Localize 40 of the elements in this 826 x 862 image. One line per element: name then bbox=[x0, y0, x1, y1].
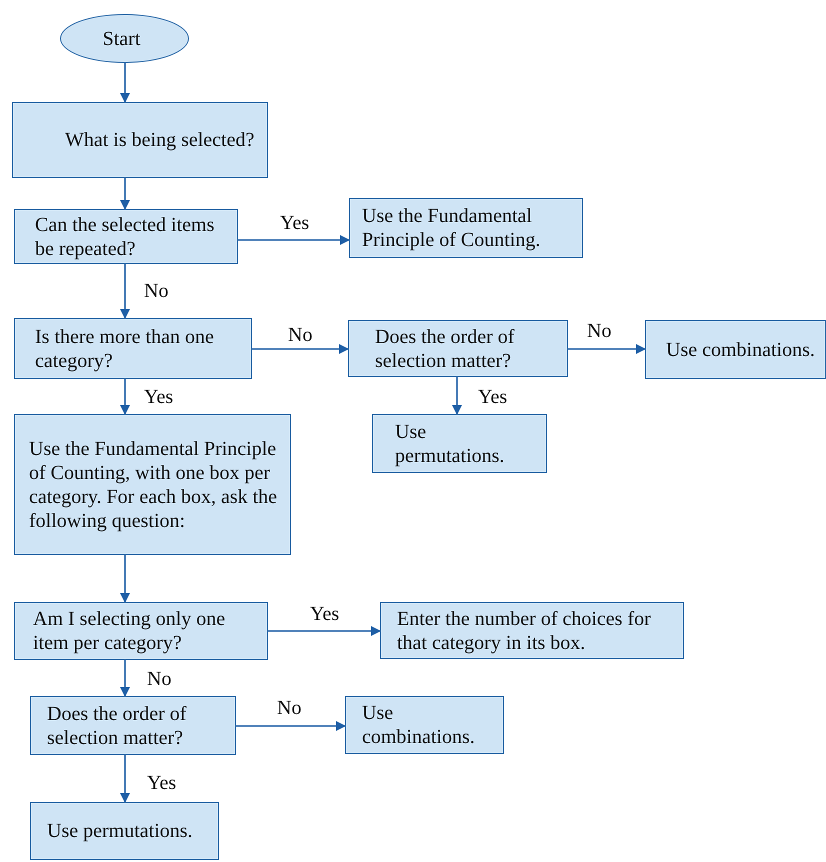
box-text: What is being selected? bbox=[65, 128, 256, 152]
arrow bbox=[120, 555, 130, 603]
arrow bbox=[120, 63, 130, 103]
arrow bbox=[236, 721, 346, 731]
arrow bbox=[120, 660, 130, 697]
box-text: Use combinations. bbox=[666, 338, 816, 362]
box-text: Use the Fundamental Principle of Counting, with one box per category. For each box, ask the following question: bbox=[29, 436, 278, 532]
arrow bbox=[120, 379, 130, 415]
box-text: Can the selected items be repeated? bbox=[35, 212, 216, 260]
arrow bbox=[120, 264, 130, 319]
process-box bbox=[30, 696, 236, 755]
process-box bbox=[645, 320, 826, 379]
arrow bbox=[120, 755, 130, 803]
process-box bbox=[372, 414, 547, 473]
box-text: Use permutations. bbox=[47, 819, 194, 843]
process-box bbox=[14, 209, 238, 264]
box-text: Does the order of selection matter? bbox=[47, 702, 188, 750]
box-text: Enter the number of choices for that category in its box. bbox=[397, 606, 652, 654]
process-box bbox=[380, 602, 684, 659]
box-text: Is there more than one category? bbox=[35, 324, 215, 372]
process-box bbox=[30, 802, 219, 860]
arrow bbox=[452, 377, 462, 415]
process-box bbox=[348, 320, 568, 377]
process-box bbox=[12, 102, 268, 178]
process-box bbox=[14, 602, 268, 660]
arrow bbox=[568, 344, 646, 354]
box-text: Does the order of selection matter? bbox=[375, 324, 516, 372]
arrow bbox=[268, 626, 381, 636]
arrow bbox=[238, 235, 350, 245]
process-box bbox=[349, 198, 583, 258]
arrow bbox=[120, 178, 130, 210]
box-text: Am I selecting only one item per category? bbox=[33, 607, 226, 655]
box-text: Use permutations. bbox=[395, 420, 506, 468]
process-box bbox=[14, 318, 252, 379]
process-box bbox=[345, 696, 504, 754]
process-box bbox=[14, 414, 291, 555]
box-text: Start bbox=[102, 26, 140, 50]
box-text: Use the Fundamental Principle of Counting. bbox=[362, 204, 542, 252]
arrow bbox=[252, 344, 349, 354]
box-text: Use combinations. bbox=[362, 701, 476, 749]
